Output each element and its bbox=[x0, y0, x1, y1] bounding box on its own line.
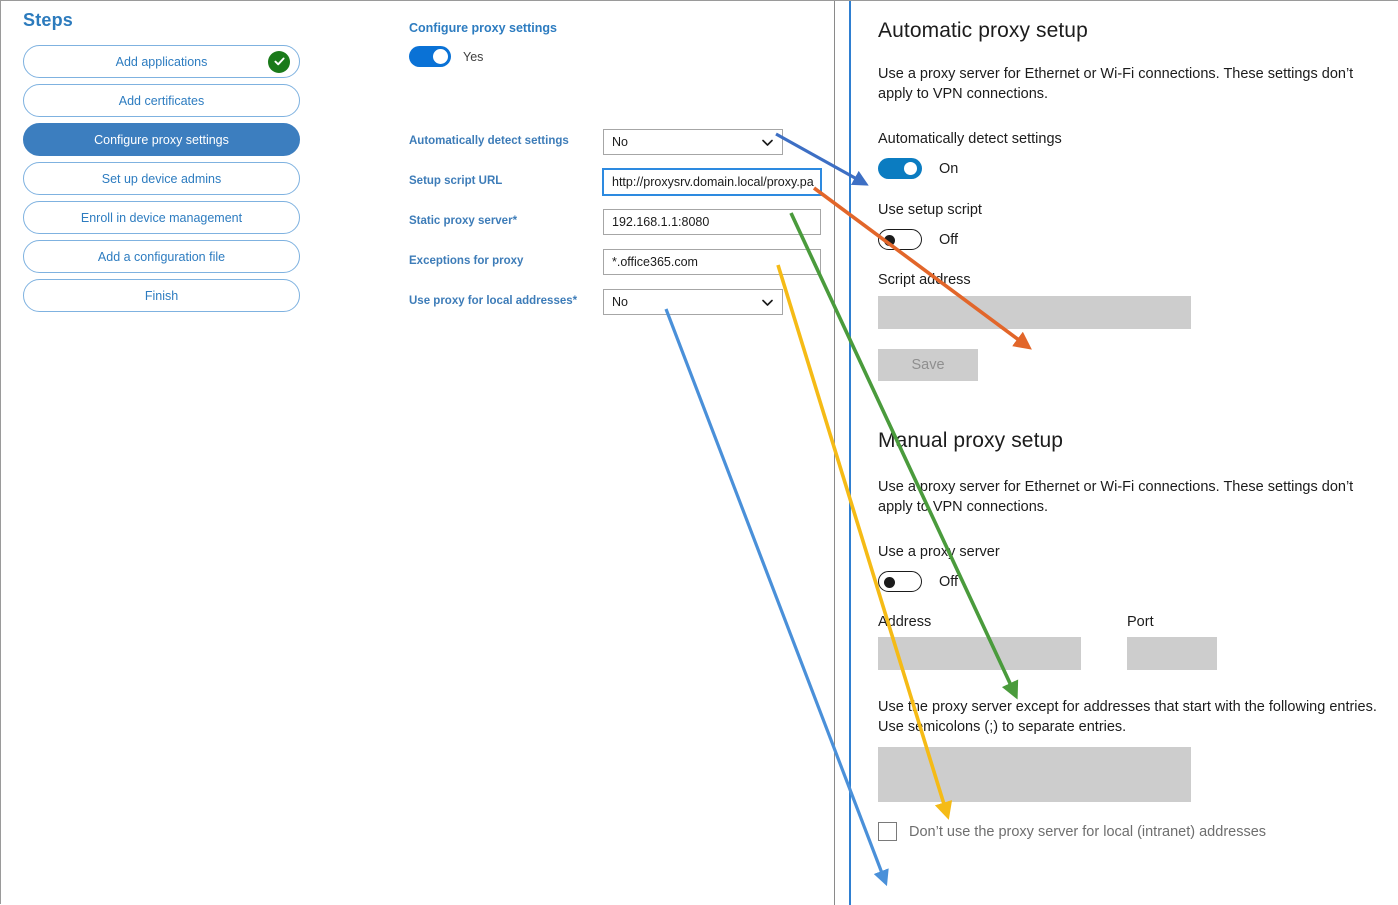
address-input[interactable] bbox=[878, 637, 1081, 670]
use-setup-script-label: Use setup script bbox=[878, 202, 982, 218]
field-label: Use proxy for local addresses* bbox=[409, 295, 578, 307]
port-group: Port bbox=[1127, 614, 1217, 670]
automatically-detect-settings-toggle[interactable] bbox=[878, 158, 922, 179]
manual-proxy-description: Use a proxy server for Ethernet or Wi-Fi… bbox=[878, 479, 1354, 515]
port-input[interactable] bbox=[1127, 637, 1217, 670]
required-marker: * bbox=[572, 295, 578, 307]
automatically-detect-settings-toggle-row: On bbox=[878, 158, 1378, 179]
use-a-proxy-server-label: Use a proxy server bbox=[878, 544, 1000, 560]
save-button[interactable]: Save bbox=[878, 349, 978, 381]
steps-title: Steps bbox=[23, 10, 74, 30]
sidebar-item-enroll-in-device-management[interactable]: Enroll in device management bbox=[23, 201, 300, 234]
field-exceptions-for-proxy: Exceptions for proxy *.office365.com bbox=[333, 249, 833, 289]
step-label: Add applications bbox=[115, 54, 208, 69]
use-a-proxy-server-state: Off bbox=[939, 573, 959, 590]
bypass-local-addresses-row[interactable]: Don’t use the proxy server for local (in… bbox=[878, 822, 1378, 841]
windows-proxy-settings-panel: Automatic proxy setup Use a proxy server… bbox=[849, 1, 1398, 905]
address-port-row: Address Port bbox=[878, 614, 1378, 670]
configure-proxy-toggle-row: Yes bbox=[409, 46, 483, 67]
automatic-proxy-setup-heading: Automatic proxy setup bbox=[878, 19, 1088, 42]
sidebar-item-add-certificates[interactable]: Add certificates bbox=[23, 84, 300, 117]
step-label: Set up device admins bbox=[101, 171, 222, 186]
input-value: *.office365.com bbox=[612, 255, 698, 269]
use-setup-script-toggle-row: Off bbox=[878, 229, 1378, 250]
address-group: Address bbox=[878, 614, 1081, 670]
script-address-label: Script address bbox=[878, 272, 971, 288]
use-setup-script-state: Off bbox=[939, 231, 959, 248]
bypass-local-addresses-label: Don’t use the proxy server for local (in… bbox=[909, 823, 1267, 840]
step-label: Add a configuration file bbox=[97, 249, 226, 264]
sidebar-item-configure-proxy-settings[interactable]: Configure proxy settings bbox=[23, 123, 300, 156]
input-value: 192.168.1.1:8080 bbox=[612, 215, 710, 229]
save-button-label: Save bbox=[911, 357, 945, 373]
field-label: Exceptions for proxy bbox=[409, 255, 524, 267]
form-fields: Automatically detect settings No Setup s… bbox=[333, 129, 833, 329]
exceptions-description: Use the proxy server except for addresse… bbox=[878, 699, 1377, 735]
input-value: http://proxysrv.domain.local/proxy.pa bbox=[612, 175, 814, 189]
toggle-knob bbox=[433, 49, 448, 64]
toggle-knob bbox=[884, 234, 895, 246]
setup-script-url-input[interactable]: http://proxysrv.domain.local/proxy.pa bbox=[602, 168, 822, 196]
sidebar-item-finish[interactable]: Finish bbox=[23, 279, 300, 312]
automatic-proxy-description: Use a proxy server for Ethernet or Wi-Fi… bbox=[878, 66, 1354, 102]
port-label: Port bbox=[1127, 614, 1154, 630]
configure-proxy-toggle[interactable] bbox=[409, 46, 451, 67]
chevron-down-icon bbox=[762, 299, 773, 306]
field-label: Static proxy server* bbox=[409, 215, 518, 227]
steps-panel: Steps Add applications Add certificates … bbox=[2, 2, 332, 905]
automatically-detect-settings-label: Automatically detect settings bbox=[878, 131, 1062, 147]
panel-divider bbox=[834, 1, 835, 905]
manual-proxy-setup-heading: Manual proxy setup bbox=[878, 429, 1064, 452]
bypass-local-addresses-checkbox[interactable] bbox=[878, 822, 897, 841]
sidebar-item-add-a-configuration-file[interactable]: Add a configuration file bbox=[23, 240, 300, 273]
toggle-knob bbox=[884, 576, 895, 588]
script-address-input[interactable] bbox=[878, 296, 1191, 329]
chevron-down-icon bbox=[762, 139, 773, 146]
form-heading: Configure proxy settings bbox=[409, 21, 557, 35]
field-setup-script-url: Setup script URL http://proxysrv.domain.… bbox=[333, 168, 833, 209]
check-circle-icon bbox=[268, 50, 290, 73]
address-label: Address bbox=[878, 614, 932, 630]
automatically-detect-settings-state: On bbox=[939, 160, 959, 177]
step-label: Enroll in device management bbox=[80, 210, 243, 225]
field-automatically-detect-settings: Automatically detect settings No bbox=[333, 129, 833, 169]
use-setup-script-toggle[interactable] bbox=[878, 229, 922, 250]
use-proxy-for-local-addresses-select[interactable]: No bbox=[603, 289, 783, 315]
configure-proxy-toggle-value: Yes bbox=[463, 49, 484, 64]
select-value: No bbox=[612, 135, 628, 149]
toggle-knob bbox=[904, 162, 917, 175]
automatically-detect-settings-select[interactable]: No bbox=[603, 129, 783, 155]
exceptions-for-proxy-input[interactable]: *.office365.com bbox=[603, 249, 821, 275]
required-marker: * bbox=[512, 215, 518, 227]
windows-settings-content: Automatic proxy setup Use a proxy server… bbox=[878, 1, 1378, 841]
proxy-form-panel: Configure proxy settings Yes Automatical… bbox=[333, 2, 833, 905]
use-a-proxy-server-toggle[interactable] bbox=[878, 571, 922, 592]
step-label: Add certificates bbox=[118, 93, 205, 108]
static-proxy-server-input[interactable]: 192.168.1.1:8080 bbox=[603, 209, 821, 235]
exceptions-input[interactable] bbox=[878, 747, 1191, 802]
use-a-proxy-server-toggle-row: Off bbox=[878, 571, 1378, 592]
step-label: Finish bbox=[144, 288, 179, 303]
field-use-proxy-for-local-addresses: Use proxy for local addresses* No bbox=[333, 289, 833, 329]
select-value: No bbox=[612, 295, 628, 309]
field-label: Automatically detect settings bbox=[409, 135, 569, 147]
field-label: Setup script URL bbox=[409, 175, 503, 187]
step-label: Configure proxy settings bbox=[94, 132, 229, 147]
field-static-proxy-server: Static proxy server* 192.168.1.1:8080 bbox=[333, 209, 833, 249]
steps-list: Add applications Add certificates Config… bbox=[23, 45, 300, 318]
sidebar-item-add-applications[interactable]: Add applications bbox=[23, 45, 300, 78]
sidebar-item-set-up-device-admins[interactable]: Set up device admins bbox=[23, 162, 300, 195]
